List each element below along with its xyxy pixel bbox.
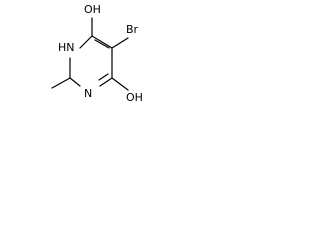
- bond-c4-c5: [91, 35, 113, 49]
- atom-br: Br: [126, 23, 139, 36]
- bond-c5-br: [111, 37, 129, 49]
- bond-c6-oh: [111, 77, 129, 91]
- bond-c2-methyl: [51, 77, 71, 89]
- atom-nh: HN: [58, 41, 75, 54]
- bond-c4-c5-inner: [94, 39, 110, 49]
- bond-c6-n1-inner: [98, 73, 109, 81]
- atom-oh-bottom: OH: [126, 91, 143, 104]
- atom-n: N: [84, 87, 92, 100]
- bond-n1-c2: [69, 77, 81, 87]
- bond-c6-n1: [99, 77, 113, 87]
- atom-oh-top: OH: [84, 3, 101, 16]
- bond-n3-c4: [79, 35, 93, 49]
- chemical-structure: OH Br HN N OH: [51, 3, 143, 104]
